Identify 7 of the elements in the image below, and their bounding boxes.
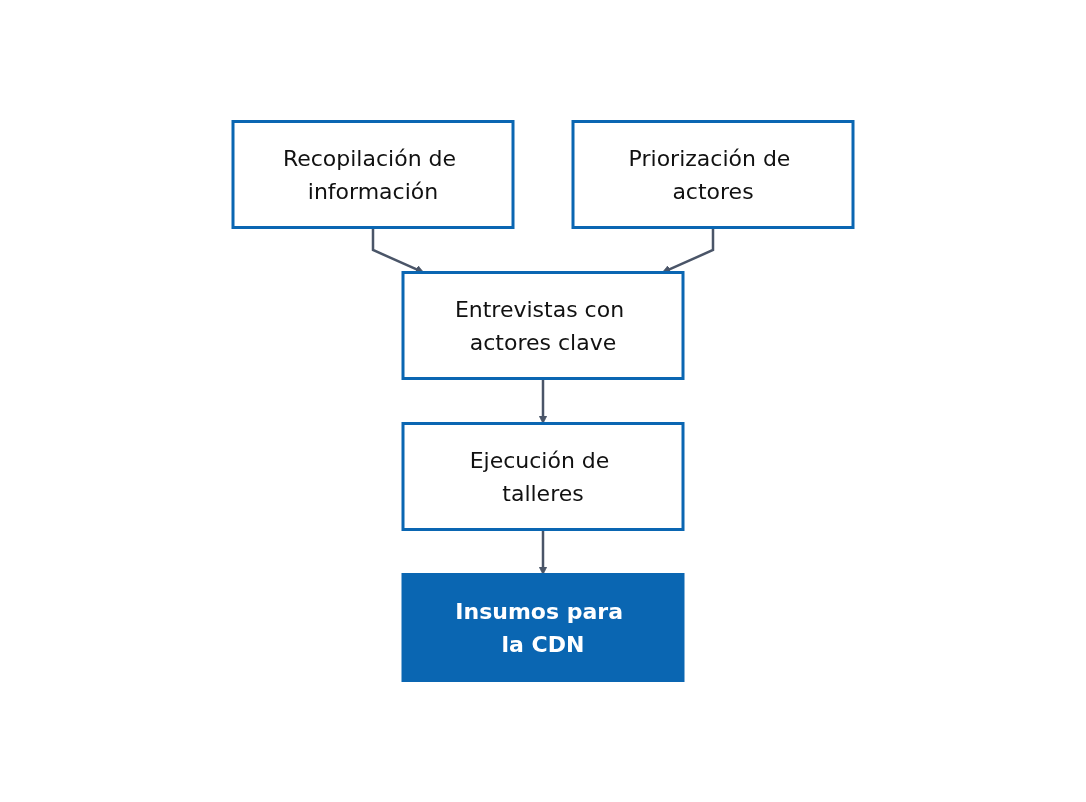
node-box: Recopilación de información (231, 120, 515, 229)
arrow (538, 378, 548, 424)
node-box: Insumos para la CDN (401, 573, 685, 682)
node-box: Entrevistas con actores clave (401, 271, 685, 380)
node-box: Priorización de actores (571, 120, 855, 229)
node-box: Ejecución de talleres (401, 422, 685, 531)
arrow (538, 529, 548, 575)
